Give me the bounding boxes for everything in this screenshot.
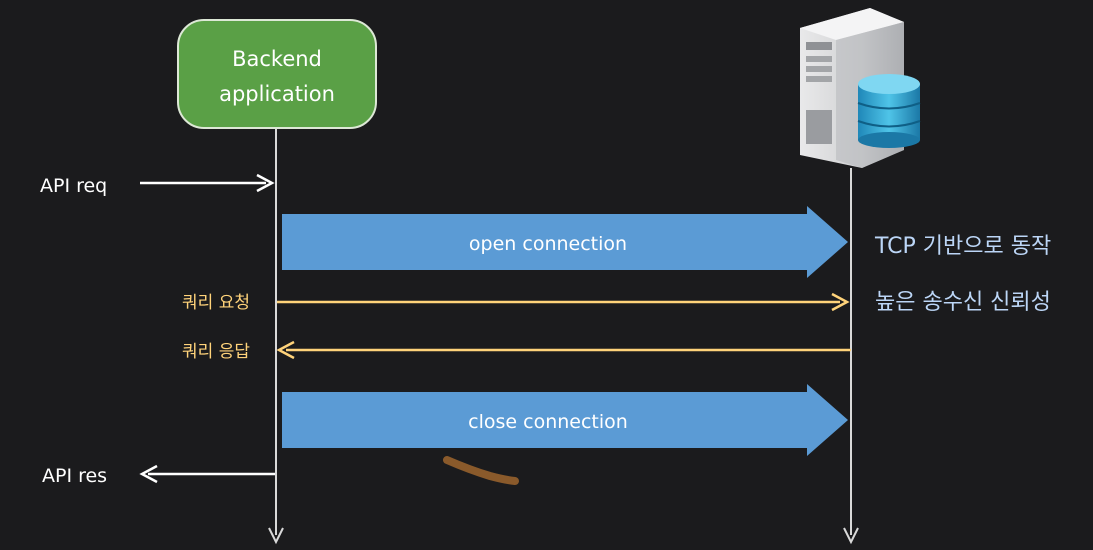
query-response-label: 쿼리 응답 bbox=[182, 342, 250, 362]
api-response-label: API res bbox=[42, 465, 107, 487]
database-cylinder bbox=[857, 74, 921, 148]
open-connection-label: open connection bbox=[469, 233, 627, 255]
close-connection-label: close connection bbox=[468, 411, 628, 433]
backend-lifeline bbox=[268, 128, 284, 545]
api-response-arrow bbox=[139, 464, 275, 484]
query-request-label: 쿼리 요청 bbox=[182, 293, 250, 313]
backend-label-line2: application bbox=[219, 82, 335, 106]
server-lifeline bbox=[843, 168, 859, 545]
note-tcp-based: TCP 기반으로 동작 bbox=[874, 234, 1051, 259]
note-high-reliability: 높은 송수신 신뢰성 bbox=[875, 290, 1051, 315]
api-request-label: API req bbox=[40, 175, 107, 197]
open-connection-arrow: open connection bbox=[282, 206, 848, 278]
query-response-arrow bbox=[276, 340, 851, 360]
server-database-icon bbox=[800, 8, 921, 168]
close-connection-arrow: close connection bbox=[282, 384, 848, 456]
annotation-stroke bbox=[443, 456, 519, 485]
backend-participant: Backend application bbox=[177, 19, 377, 129]
query-request-arrow bbox=[277, 292, 850, 312]
backend-label-line1: Backend bbox=[232, 47, 322, 71]
api-request-arrow bbox=[140, 173, 275, 193]
